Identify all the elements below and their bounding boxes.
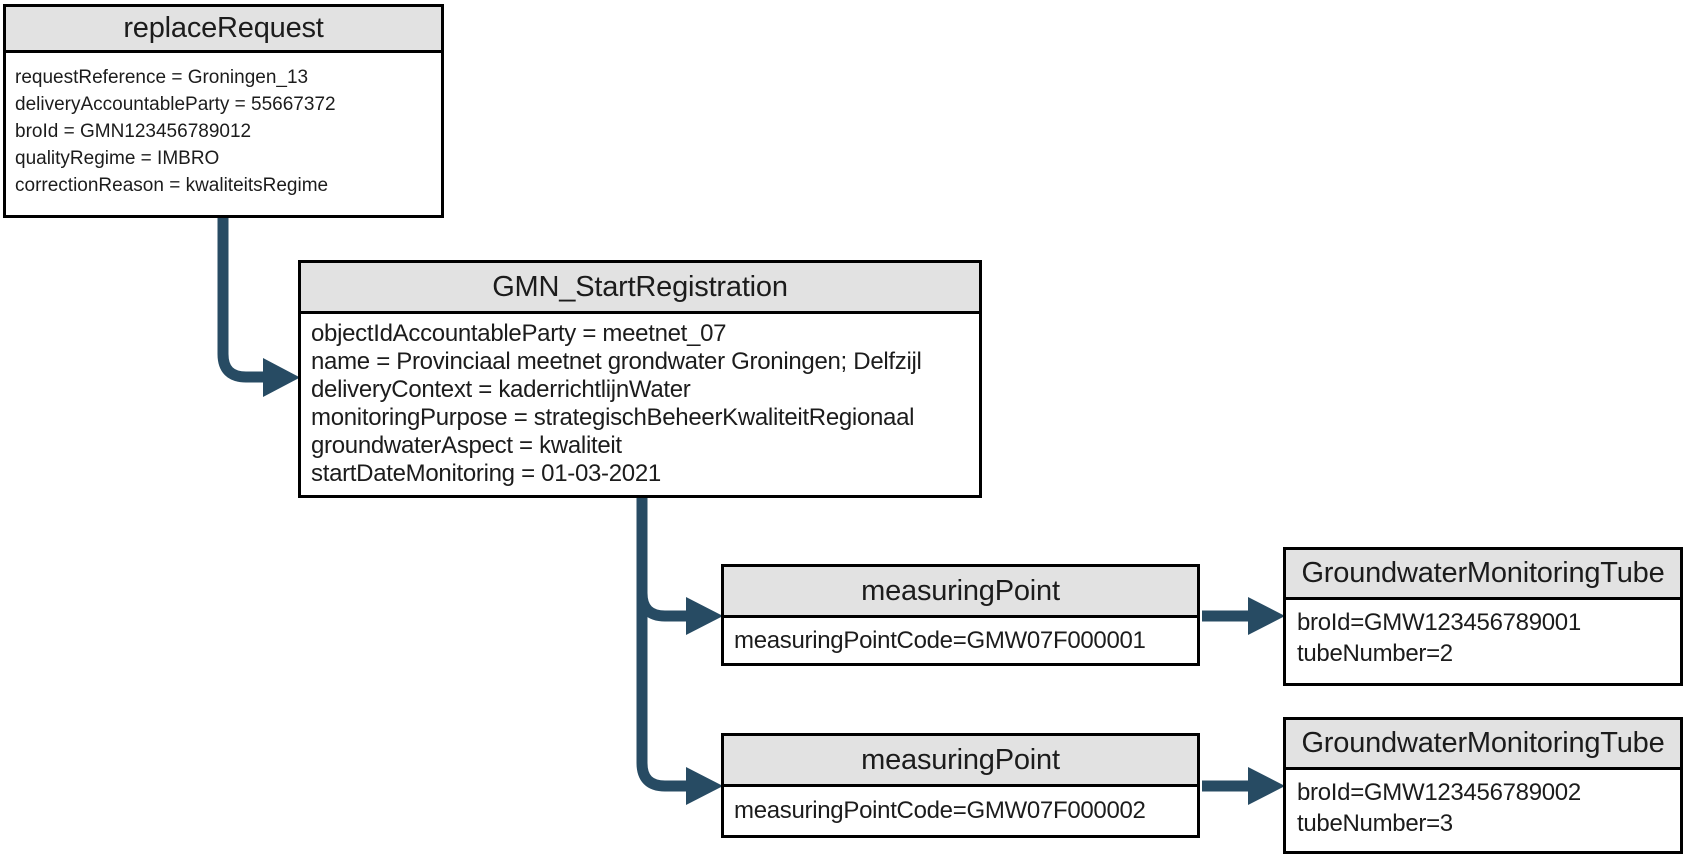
node-groundwatermonitoringtube-2: GroundwaterMonitoringTube broId=GMW12345… [1283,717,1683,854]
node-attribute: requestReference = Groningen_13 [15,67,309,88]
node-attribute: deliveryContext = kaderrichtlijnWater [311,376,691,403]
node-attribute: measuringPointCode=GMW07F000002 [734,797,1146,824]
node-attribute: tubeNumber=2 [1297,640,1453,667]
node-measuringpoint-2-title: measuringPoint [724,736,1197,787]
node-replacerequest-body: requestReference = Groningen_13 delivery… [6,53,441,199]
node-gmn-startregistration-title: GMN_StartRegistration [301,263,979,314]
node-measuringpoint-2: measuringPoint measuringPointCode=GMW07F… [721,733,1200,838]
node-attribute: objectIdAccountableParty = meetnet_07 [311,320,727,347]
node-attribute: startDateMonitoring = 01-03-2021 [311,460,661,487]
node-attribute: broId=GMW123456789001 [1297,609,1581,636]
node-replacerequest: replaceRequest requestReference = Gronin… [3,4,444,218]
node-measuringpoint-1-body: measuringPointCode=GMW07F000001 [724,618,1197,663]
node-attribute: deliveryAccountableParty = 55667372 [15,94,336,115]
node-attribute: groundwaterAspect = kwaliteit [311,432,622,459]
arrow-replacerequest-to-gmn-line [217,215,264,383]
node-attribute: correctionReason = kwaliteitsRegime [15,175,329,196]
node-groundwatermonitoringtube-1-title: GroundwaterMonitoringTube [1286,550,1680,600]
node-attribute: measuringPointCode=GMW07F000001 [734,626,1146,654]
arrow-gmn-to-measuringpoint2-head [686,767,723,805]
node-measuringpoint-1: measuringPoint measuringPointCode=GMW07F… [721,564,1200,666]
node-groundwatermonitoringtube-2-body: broId=GMW123456789002 tubeNumber=3 [1286,770,1680,839]
node-measuringpoint-2-body: measuringPointCode=GMW07F000002 [724,787,1197,835]
arrow-gmn-to-measuringpoint1-head [686,597,723,635]
arrow-measuringpoint2-to-tube2-head [1248,767,1285,805]
node-attribute: name = Provinciaal meetnet grondwater Gr… [311,348,922,375]
node-groundwatermonitoringtube-1: GroundwaterMonitoringTube broId=GMW12345… [1283,547,1683,686]
node-attribute: monitoringPurpose = strategischBeheerKwa… [311,404,915,431]
node-attribute: broId = GMN123456789012 [15,121,252,142]
node-attribute: qualityRegime = IMBRO [15,148,220,169]
node-gmn-startregistration-body: objectIdAccountableParty = meetnet_07 na… [301,314,979,488]
node-gmn-startregistration: GMN_StartRegistration objectIdAccountabl… [298,260,982,498]
node-attribute: broId=GMW123456789002 [1297,779,1581,806]
arrow-gmn-to-measuringpoint1-line [636,558,687,622]
arrow-measuringpoint1-to-tube1-head [1248,597,1285,635]
node-groundwatermonitoringtube-2-title: GroundwaterMonitoringTube [1286,720,1680,770]
node-measuringpoint-1-title: measuringPoint [724,567,1197,618]
node-attribute: tubeNumber=3 [1297,810,1453,837]
node-replacerequest-title: replaceRequest [6,7,441,53]
arrow-gmn-trunk-line [636,496,687,792]
node-groundwatermonitoringtube-1-body: broId=GMW123456789001 tubeNumber=2 [1286,600,1680,669]
arrow-replacerequest-to-gmn-head [263,358,300,397]
